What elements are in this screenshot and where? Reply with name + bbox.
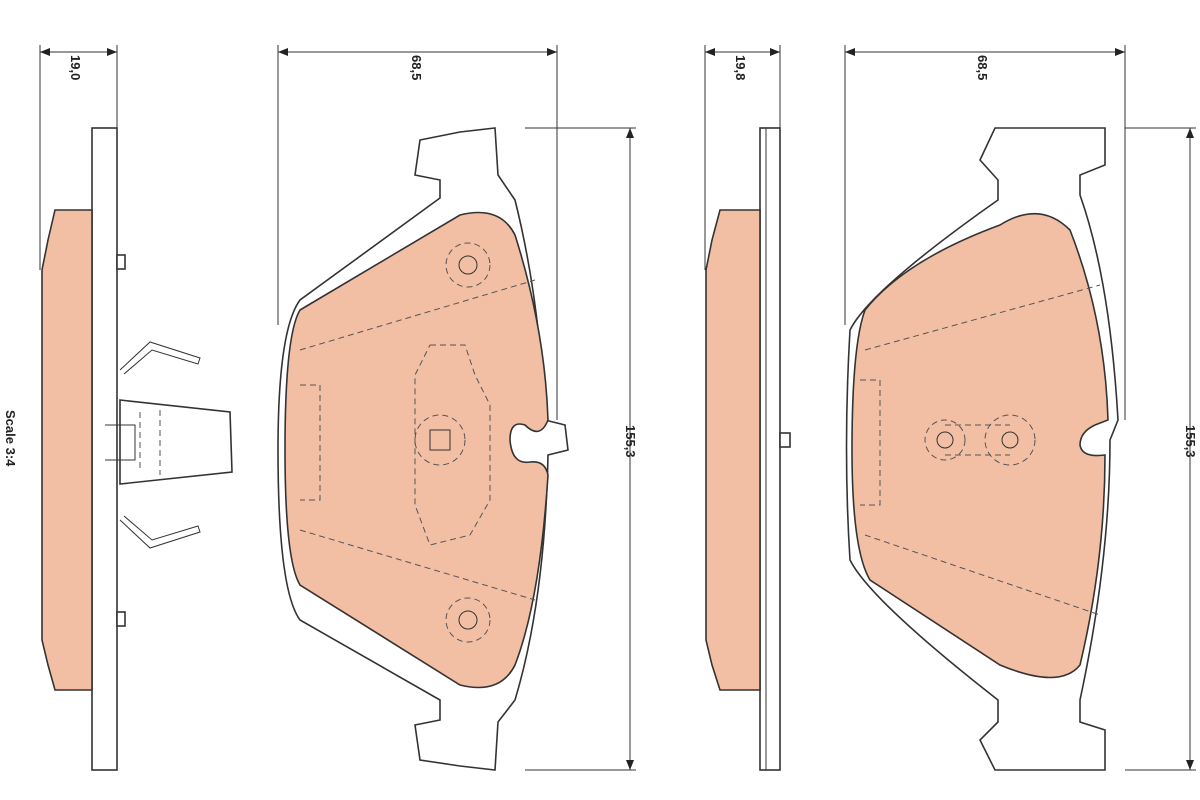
pad1-height-label: 155,3 <box>623 425 638 458</box>
pad2-side-view: 19,8 <box>704 45 791 771</box>
pad1-thickness-label: 19,0 <box>68 55 83 80</box>
pad2-width-label: 68,5 <box>975 55 990 80</box>
pad2-height-label: 155,3 <box>1183 425 1198 458</box>
scale-label: Scale 3:4 <box>3 410 18 467</box>
retaining-clip <box>105 341 233 549</box>
pad1-side-view: 19,0 <box>39 45 233 771</box>
pad1-width-label: 68,5 <box>409 55 424 80</box>
pad2-front-view: 68,5 155,3 <box>844 45 1198 771</box>
pad1-front-view: 68,5 155,3 <box>277 45 638 771</box>
pad2-thickness-label: 19,8 <box>733 55 748 80</box>
